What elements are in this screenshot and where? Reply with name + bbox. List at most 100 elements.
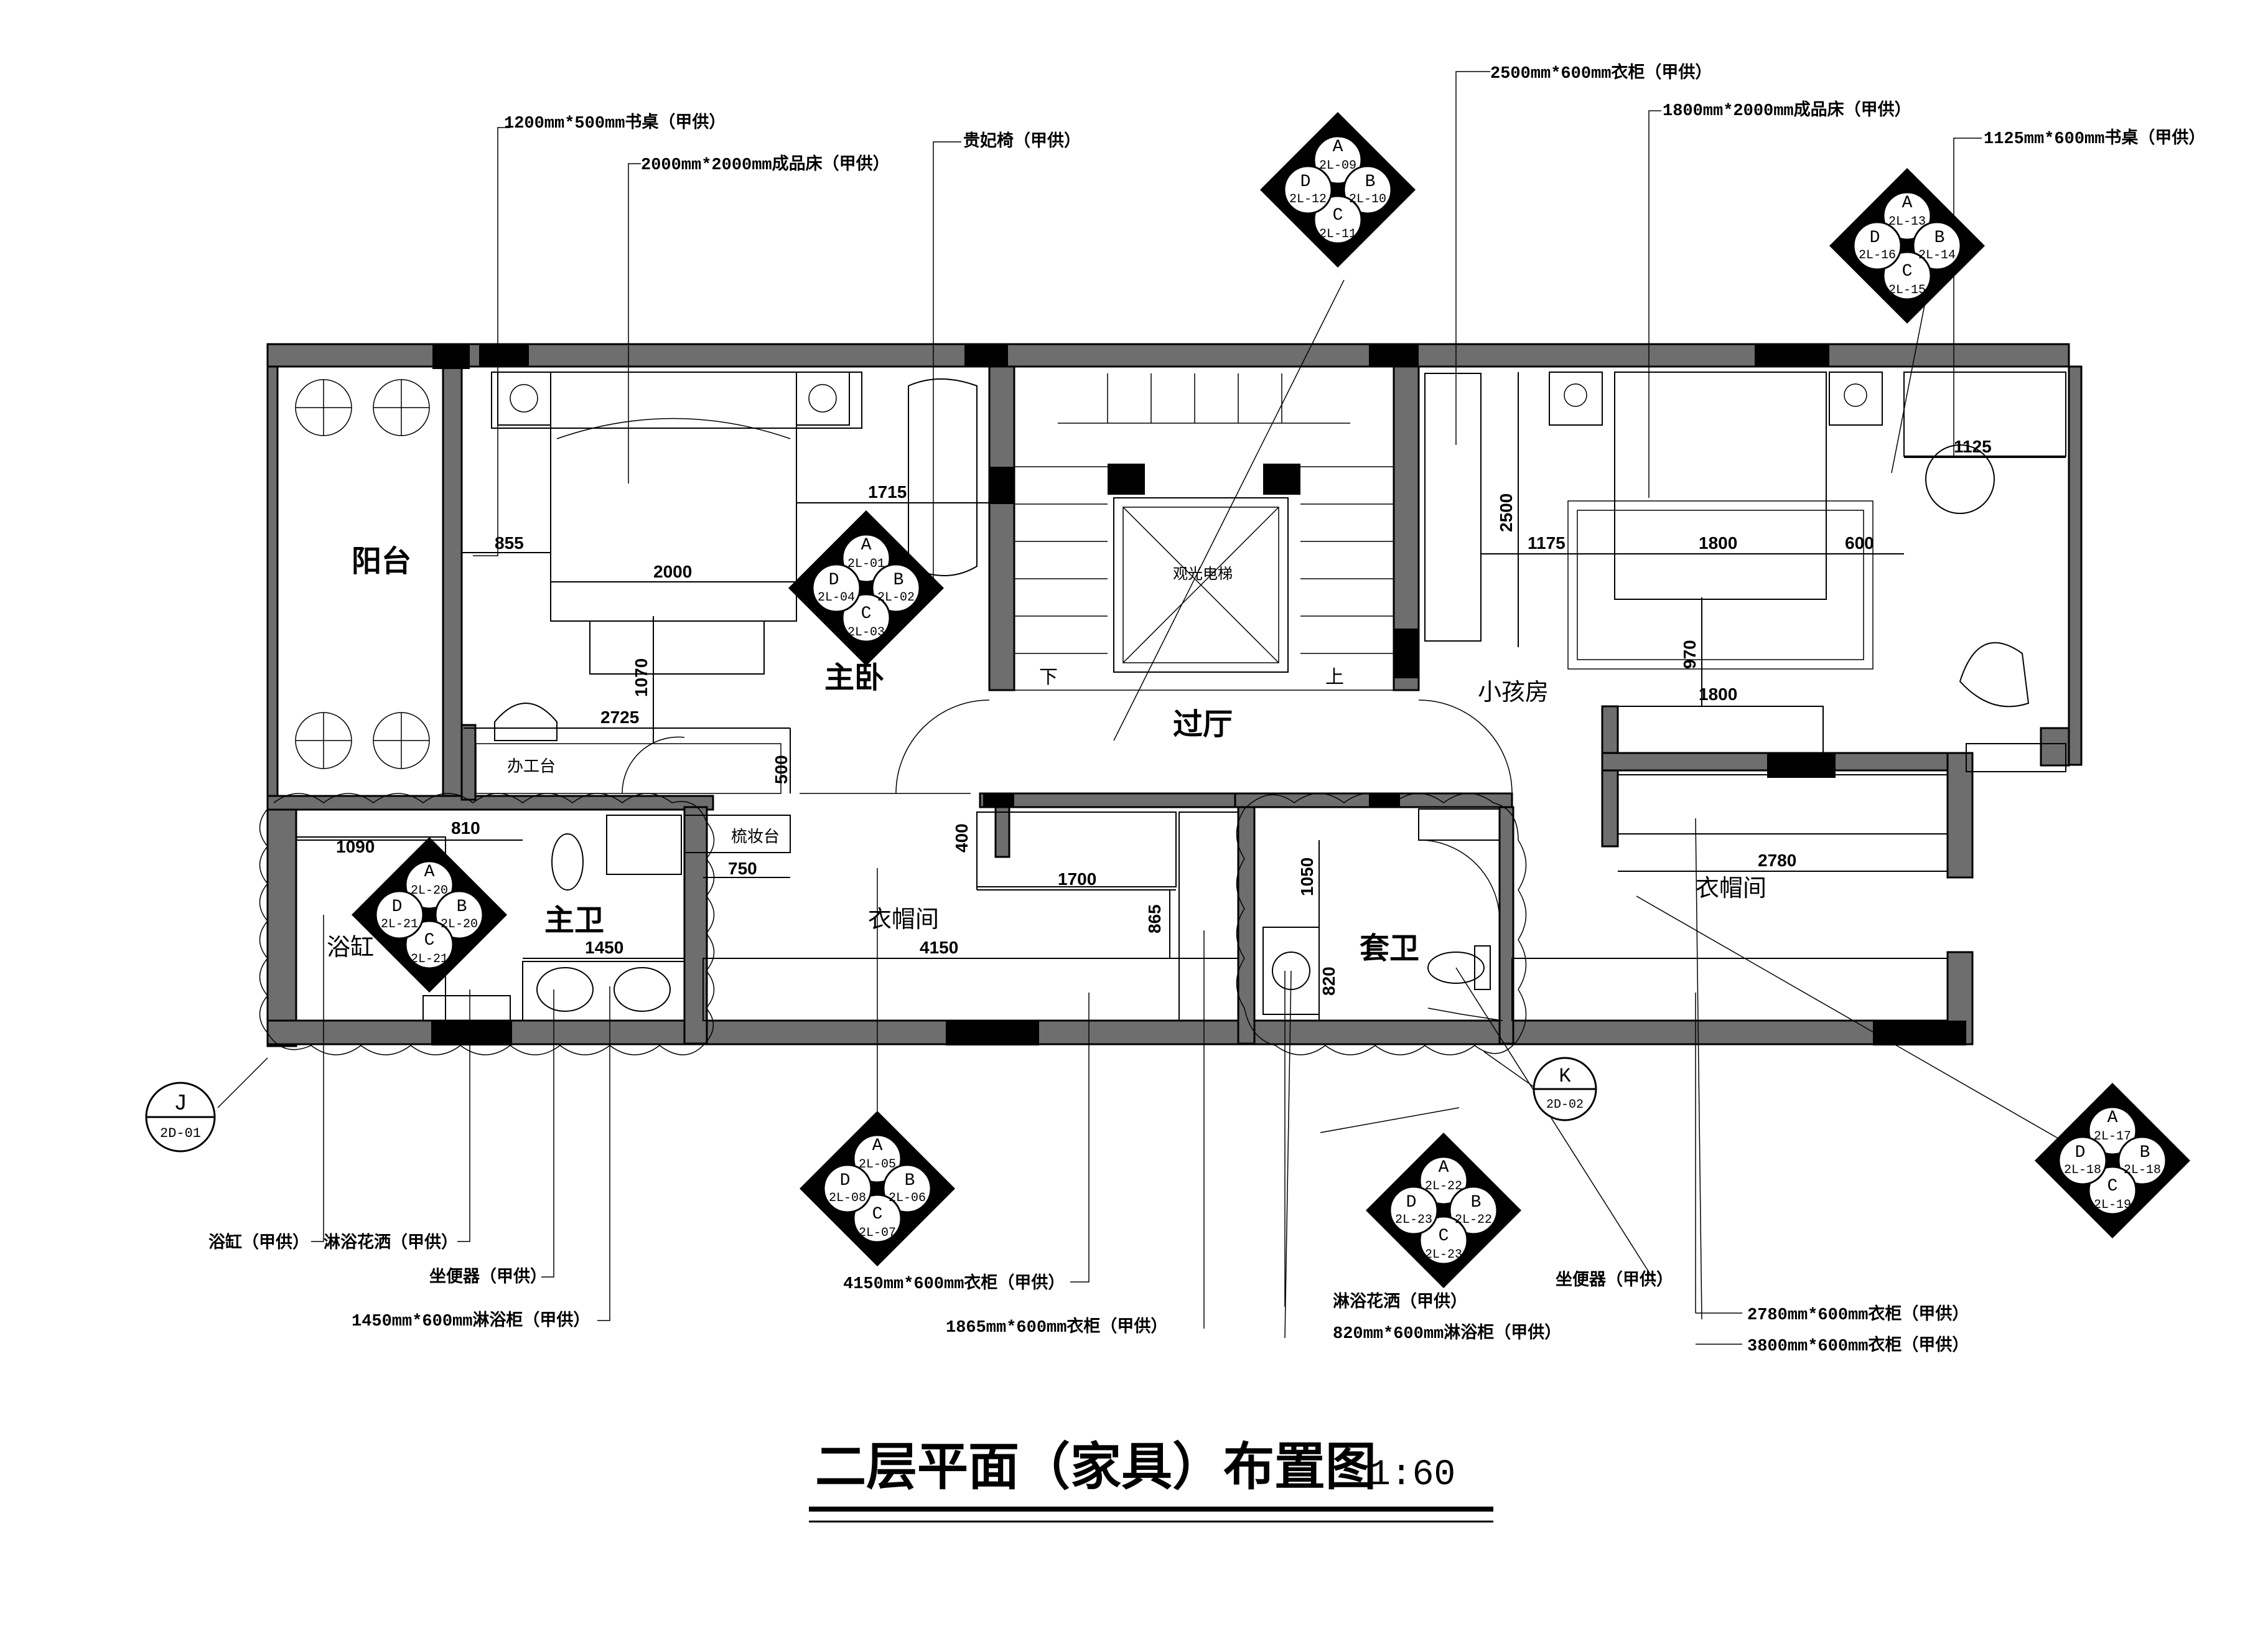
svg-text:A: A — [1902, 194, 1913, 213]
room-cloakroom-main: 衣帽间 — [868, 905, 939, 933]
suite-bath-fixtures — [1262, 808, 1500, 1015]
callout-labels: 1200mm*500mm书桌（甲供） 2000mm*2000mm成品床（甲供） … — [208, 62, 2205, 1356]
svg-text:C: C — [424, 931, 435, 950]
room-master-bath: 主卫 — [544, 903, 604, 938]
svg-text:D: D — [829, 571, 839, 590]
svg-text:A: A — [1333, 138, 1343, 157]
svg-text:2L-22: 2L-22 — [1455, 1213, 1492, 1227]
callout-desk-1200: 1200mm*500mm书桌（甲供） — [504, 113, 726, 133]
dim-2500: 2500 — [1496, 493, 1516, 532]
svg-text:2L-18: 2L-18 — [2124, 1163, 2161, 1177]
svg-text:2L-15: 2L-15 — [1888, 283, 1926, 297]
dim-500: 500 — [772, 755, 791, 784]
label-stair-up: 上 — [1325, 666, 1344, 688]
svg-text:2L-17: 2L-17 — [2094, 1129, 2131, 1144]
svg-text:2D-01: 2D-01 — [160, 1126, 201, 1141]
dim-1800-bed: 1800 — [1699, 533, 1737, 553]
dim-1125: 1125 — [1954, 437, 1992, 456]
svg-text:2L-13: 2L-13 — [1888, 215, 1926, 229]
svg-text:B: B — [905, 1171, 915, 1190]
svg-text:2L-18: 2L-18 — [2064, 1163, 2101, 1177]
elevation-marker-1: A 2L-09 B 2L-10 C 2L-11 D 2L-12 — [1260, 112, 1416, 268]
svg-text:2L-21: 2L-21 — [381, 917, 418, 932]
svg-text:2L-11: 2L-11 — [1319, 227, 1356, 241]
room-master-bedroom: 主卧 — [824, 660, 884, 695]
elevation-marker-2: A 2L-13 B 2L-14 C 2L-15 D 2L-16 — [1829, 168, 1985, 324]
dim-1090: 1090 — [336, 837, 375, 856]
svg-text:2L-01: 2L-01 — [847, 557, 885, 571]
callout-toilet-2: 坐便器（甲供） — [1556, 1270, 1673, 1291]
dim-810: 810 — [451, 818, 480, 838]
svg-text:2L-04: 2L-04 — [818, 591, 855, 605]
room-cloakroom-kids: 衣帽间 — [1696, 874, 1766, 902]
dim-2000: 2000 — [653, 562, 692, 581]
svg-text:2L-08: 2L-08 — [829, 1191, 866, 1205]
room-kids: 小孩房 — [1478, 678, 1549, 706]
dim-855: 855 — [495, 533, 524, 553]
balcony-area — [277, 366, 444, 797]
svg-text:C: C — [1439, 1227, 1449, 1246]
callout-wardrobe-1865: 1865mm*600mm衣柜（甲供） — [946, 1316, 1167, 1337]
room-balcony: 阳台 — [352, 544, 411, 579]
room-elevator: 观光电梯 — [1173, 565, 1233, 582]
dim-1050: 1050 — [1297, 858, 1317, 896]
svg-text:2L-23: 2L-23 — [1395, 1213, 1432, 1227]
elevation-marker-5: A 2L-05 B 2L-06 C 2L-07 D 2L-08 — [800, 1111, 955, 1266]
svg-text:A: A — [2107, 1108, 2118, 1128]
svg-text:B: B — [2140, 1143, 2150, 1162]
callout-bathtub: 浴缸（甲供） — [208, 1232, 309, 1253]
leader-lines — [217, 71, 2098, 1345]
svg-text:2L-20: 2L-20 — [411, 884, 448, 898]
title-main: 二层平面（家具）布置图 — [815, 1437, 1376, 1497]
callout-wardrobe-4150: 4150mm*600mm衣柜（甲供） — [843, 1273, 1065, 1294]
callout-wardrobe-3800: 3800mm*600mm衣柜（甲供） — [1747, 1335, 1969, 1356]
detail-marker-k: K 2D-02 — [1533, 1057, 1597, 1121]
svg-text:2L-12: 2L-12 — [1289, 192, 1327, 207]
svg-text:B: B — [894, 571, 904, 590]
svg-text:2L-21: 2L-21 — [411, 952, 448, 966]
walls — [266, 343, 2083, 1047]
dim-2780: 2780 — [1758, 851, 1796, 870]
dim-400: 400 — [952, 823, 971, 853]
callout-bed-1800: 1800mm*2000mm成品床（甲供） — [1663, 100, 1911, 121]
dim-1715: 1715 — [868, 482, 907, 502]
elevation-marker-4: A 2L-20 B 2L-20 C 2L-21 D 2L-21 — [352, 837, 507, 993]
room-labels: 阳台 主卧 过厅 观光电梯 小孩房 衣帽间 衣帽间 主卫 套卫 浴缸 办工台 梳… — [327, 544, 1766, 966]
elevation-marker-7: A 2L-17 B 2L-18 C 2L-19 D 2L-18 — [2035, 1083, 2190, 1238]
revision-clouds — [259, 793, 1527, 1055]
label-desk: 办工台 — [507, 757, 556, 776]
svg-text:C: C — [861, 604, 872, 624]
svg-text:D: D — [1300, 172, 1311, 192]
dim-1450: 1450 — [585, 938, 623, 957]
elevation-marker-6: A 2L-22 B 2L-22 C 2L-23 D 2L-23 — [1366, 1133, 1521, 1288]
callout-desk-1125: 1125mm*600mm书桌（甲供） — [1984, 128, 2205, 149]
svg-text:K: K — [1559, 1065, 1571, 1088]
dim-750: 750 — [728, 859, 757, 878]
title-scale: 1:60 — [1369, 1455, 1455, 1495]
svg-text:D: D — [392, 897, 403, 917]
svg-text:A: A — [424, 863, 435, 882]
svg-text:D: D — [840, 1171, 851, 1190]
svg-text:2L-02: 2L-02 — [877, 591, 915, 605]
callout-shower-2: 淋浴花洒（甲供） — [1333, 1292, 1467, 1312]
dim-1070: 1070 — [632, 658, 651, 697]
master-bath-fixtures — [296, 815, 685, 1021]
svg-text:2L-06: 2L-06 — [889, 1191, 926, 1205]
dim-1175: 1175 — [1528, 533, 1566, 553]
dim-2725: 2725 — [600, 708, 639, 727]
callout-wardrobe-2500: 2500mm*600mm衣柜（甲供） — [1490, 62, 1712, 83]
callout-vanity-820: 820mm*600mm淋浴柜（甲供） — [1333, 1323, 1561, 1344]
elevation-marker-3: A 2L-01 B 2L-02 C 2L-03 D 2L-04 — [788, 510, 944, 666]
svg-text:D: D — [1406, 1193, 1417, 1212]
svg-text:2L-07: 2L-07 — [859, 1226, 896, 1240]
svg-text:B: B — [1471, 1193, 1482, 1212]
svg-text:2D-02: 2D-02 — [1546, 1098, 1584, 1112]
detail-markers: J 2D-01 K 2D-02 — [145, 1057, 1597, 1153]
svg-text:A: A — [1439, 1158, 1449, 1177]
label-vanity: 梳妆台 — [731, 828, 780, 846]
drawing-title: 二层平面（家具）布置图 1:60 — [809, 1437, 1493, 1523]
svg-text:2L-10: 2L-10 — [1349, 192, 1386, 207]
dim-1800-desk: 1800 — [1699, 685, 1737, 704]
svg-text:C: C — [872, 1205, 883, 1224]
